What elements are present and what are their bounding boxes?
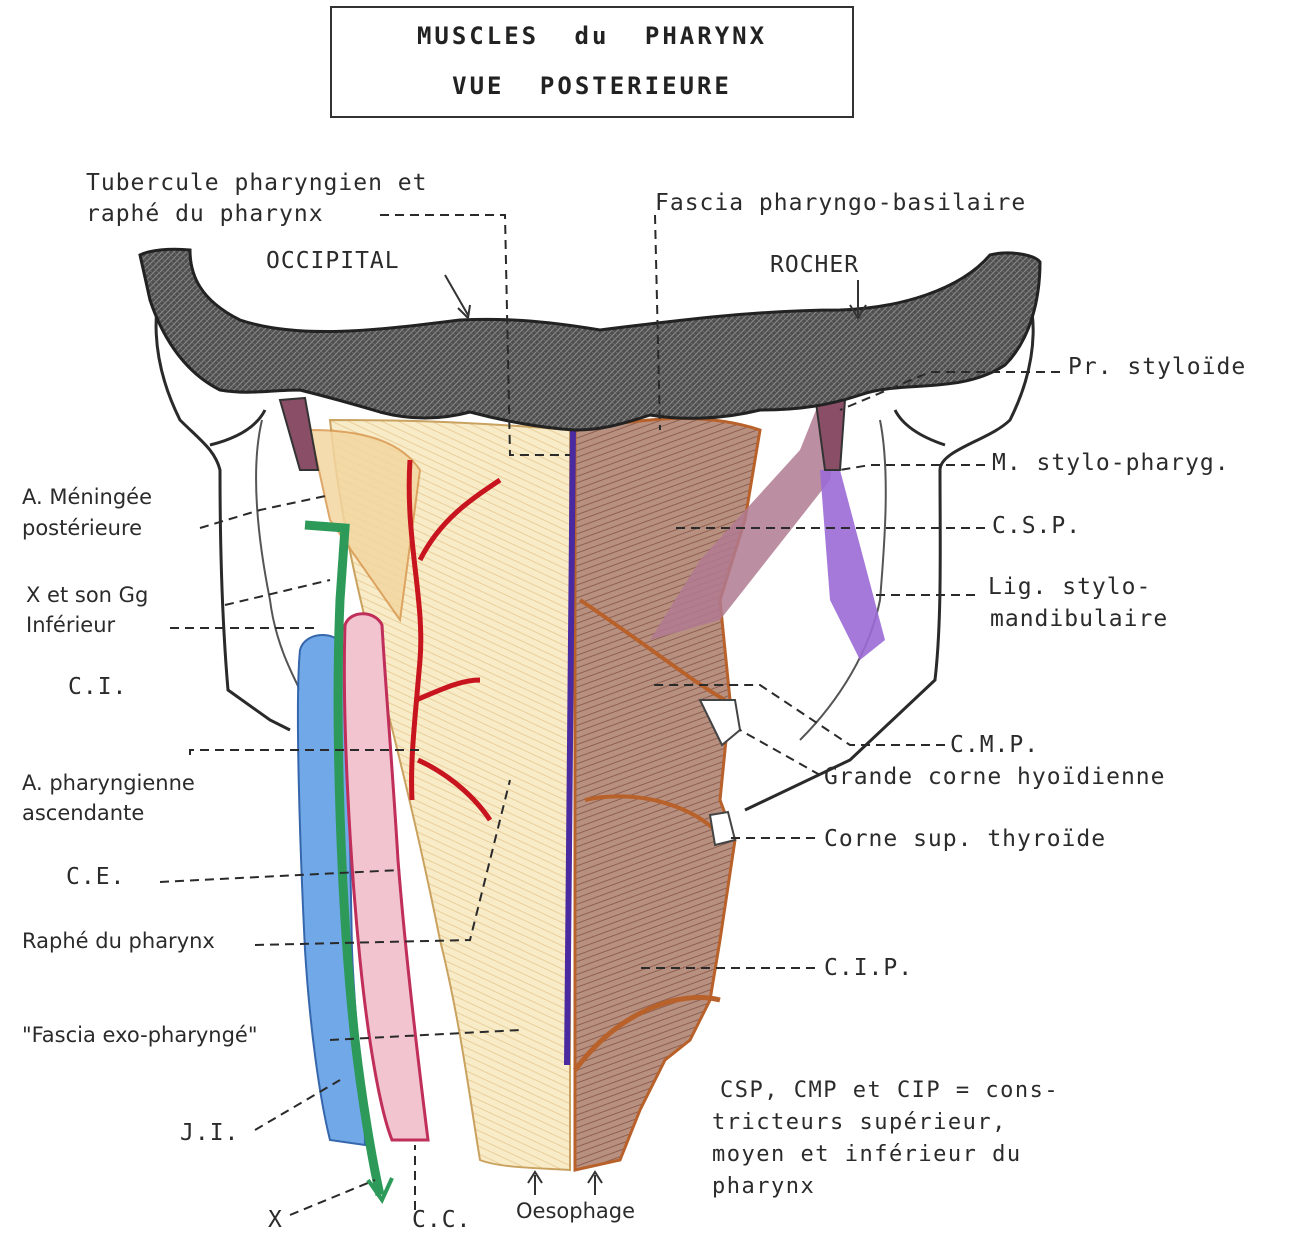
label-corne-sup: Corne sup. thyroïde [824,824,1106,855]
label-pharyngienne-1: A. pharyngienne [22,768,195,799]
label-oesophage: Oesophage [516,1196,635,1227]
label-ce: C.E. [66,862,125,893]
label-tubercule-1: Tubercule pharyngien et [86,168,428,199]
corne-sup-shape [710,812,735,845]
label-x-gg-2: Inférieur [26,610,115,641]
label-tubercule-2: raphé du pharynx [86,199,324,230]
label-raphe: Raphé du pharynx [22,926,215,957]
label-cmp: C.M.P. [950,730,1039,761]
label-x-gg-1: X et son Gg [26,580,148,611]
note-line-2: tricteurs supérieur, [712,1107,1007,1138]
label-grande-corne: Grande corne hyoïdienne [824,762,1166,793]
styloid-left [280,398,318,470]
label-meningee-1: A. Méningée [22,482,152,513]
label-fascia-basilaire: Fascia pharyngo-basilaire [655,188,1026,219]
label-csp: C.S.P. [992,511,1081,542]
label-ci: C.I. [68,672,127,703]
note-line-1: CSP, CMP et CIP = cons- [720,1075,1059,1106]
label-lig-2: mandibulaire [990,604,1168,635]
label-pharyngienne-2: ascendante [22,798,144,829]
label-lig-1: Lig. stylo- [988,572,1151,603]
label-ji: J.I. [180,1118,239,1149]
label-meningee-2: postérieure [22,513,142,544]
label-rocher: ROCHER [770,250,859,281]
lig-stylo-mandibulaire [820,470,885,660]
label-cc: C.C. [412,1205,471,1236]
label-pr-styloide: Pr. styloïde [1068,352,1246,383]
label-cip: C.I.P. [824,953,913,984]
label-x: X [268,1205,283,1236]
label-occipital: OCCIPITAL [266,246,400,277]
note-line-3: moyen et inférieur du [712,1139,1022,1170]
label-fascia-exo: "Fascia exo-pharyngé" [22,1020,257,1051]
note-line-4: pharynx [712,1171,815,1202]
label-stylo-pharyg: M. stylo-pharyg. [992,448,1230,479]
